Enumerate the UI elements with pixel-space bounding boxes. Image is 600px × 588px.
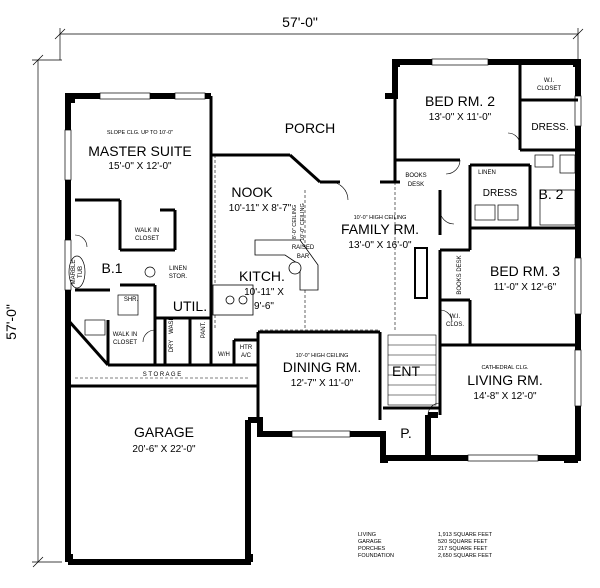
family-note: 10'-0" HIGH CEILING <box>354 215 407 221</box>
porch-name: PORCH <box>285 120 336 136</box>
walk-in-closet-b-2: CLOSET <box>113 340 137 346</box>
door-swings <box>74 132 521 416</box>
master-suite-name: MASTER SUITE <box>88 143 191 159</box>
nook-size: 10'-11" X 8'-7" <box>229 203 292 214</box>
marble-tub-1: MARBLE <box>71 260 77 285</box>
area-value: 1,913 SQUARE FEET <box>438 532 493 538</box>
family-name: FAMILY RM. <box>341 221 419 237</box>
kitchen-counters <box>212 239 319 316</box>
entry-stairs <box>387 334 437 406</box>
shr-label: SHR. <box>124 297 139 303</box>
linen-label: LINEN <box>478 170 496 176</box>
area-value: 520 SQUARE FEET <box>438 539 488 545</box>
kitchen-name: KITCH. <box>239 268 285 284</box>
garage-size: 20'-6" X 22'-0" <box>132 444 196 455</box>
wi-clos-1: W.I. <box>450 314 461 320</box>
p-name: P. <box>400 425 411 441</box>
nook-name: NOOK <box>231 184 273 200</box>
bath-fixtures <box>68 154 576 336</box>
ceiling-10-note: 10'-0" CEILING <box>300 203 306 241</box>
books-desk-vertical: BOOKS DESK <box>457 255 463 294</box>
dry-label: DRY <box>169 340 175 353</box>
bath2-name: B. 2 <box>539 186 564 202</box>
raised-bar-1: RAISED <box>292 245 315 251</box>
kitchen-size-a: 10'-11" X <box>244 287 284 298</box>
wall-blocks <box>65 59 581 562</box>
area-label: GARAGE <box>358 539 382 545</box>
overall-depth-label: 57'-0" <box>3 304 19 340</box>
bed2-name: BED RM. 2 <box>425 93 495 109</box>
master-suite-size: 15'-0" X 12'-0" <box>108 161 172 172</box>
dress-mid-name: DRESS <box>483 188 518 199</box>
books-desk-top-1: BOOKS <box>405 173 426 179</box>
garage-name: GARAGE <box>134 424 194 440</box>
marble-tub-2: TUB <box>78 266 84 278</box>
bed3-name: BED RM. 3 <box>490 263 560 279</box>
walk-in-closet-b-1: WALK IN <box>113 332 137 338</box>
family-size: 13'-0" X 16'-0" <box>348 240 412 251</box>
raised-bar-2: BAR <box>297 254 310 260</box>
htr-label-1: HTR <box>240 345 253 351</box>
dining-name: DINING RM. <box>283 359 362 375</box>
dining-note: 10'-0" HIGH CEILING <box>296 353 349 359</box>
wh-label: W/H <box>218 352 230 358</box>
windows <box>64 58 582 462</box>
area-value: 217 SQUARE FEET <box>438 546 488 552</box>
dining-size: 12'-7" X 11'-0" <box>291 378 354 389</box>
wi-closet-label-1: W.I. <box>544 78 555 84</box>
linen-stor-2: STOR. <box>169 274 188 280</box>
wash-label: WASH <box>169 316 175 334</box>
walk-in-closet-a-2: CLOSET <box>135 236 159 242</box>
books-desk-top-2: DESK <box>408 182 424 188</box>
dress-top-name: DRESS. <box>531 122 568 133</box>
util-name: UTIL. <box>173 298 207 314</box>
linen-stor-1: LINEN <box>169 266 187 272</box>
wi-clos-2: CLOS. <box>446 322 464 328</box>
area-value: 2,650 SQUARE FEET <box>438 553 493 559</box>
wi-closet-label-2: CLOSET <box>537 86 561 92</box>
bed2-size: 13'-0" X 11'-0" <box>429 112 492 123</box>
bed3-size: 11'-0" X 12'-6" <box>494 282 557 293</box>
htr-label-2: A/C <box>241 353 252 359</box>
area-label: FOUNDATION <box>358 553 394 559</box>
area-label: PORCHES <box>358 546 386 552</box>
dimension-lines <box>32 28 584 568</box>
pant-label: PANT. <box>201 321 207 338</box>
area-table: LIVING 1,913 SQUARE FEET GARAGE 520 SQUARE … <box>358 532 493 559</box>
ceiling-8-note: 8'-0" CEILING <box>292 205 298 240</box>
ent-name: ENT <box>392 363 420 379</box>
walk-in-closet-a-1: WALK IN <box>135 228 159 234</box>
living-size: 14'-8" X 12'-0" <box>473 391 537 402</box>
area-label: LIVING <box>358 532 376 538</box>
living-name: LIVING RM. <box>467 372 542 388</box>
overall-width-label: 57'-0" <box>282 14 318 30</box>
interior-walls <box>66 62 578 420</box>
bath1-name: B.1 <box>101 260 122 276</box>
master-suite-note: SLOPE CLG. UP TO 10'-0" <box>107 130 173 136</box>
exterior-walls <box>65 59 581 565</box>
living-note: CATHEDRAL CLG. <box>481 365 529 371</box>
storage-label: S T O R A G E <box>143 372 181 378</box>
kitchen-size-b: 9'-6" <box>254 301 274 312</box>
